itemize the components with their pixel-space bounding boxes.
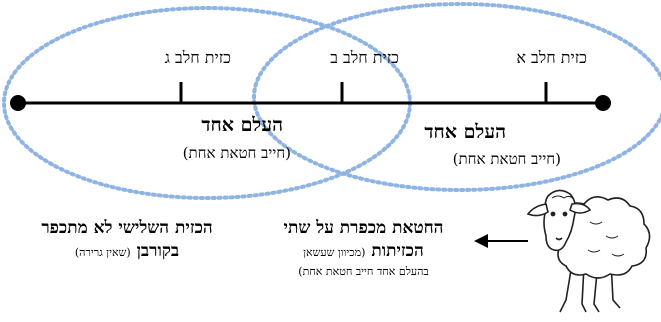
- arrow-left-icon: [474, 234, 528, 248]
- third-line2: בקורבן (שאין גרירה): [12, 240, 242, 264]
- olive-c-label: כזית חלב ג: [164, 48, 231, 67]
- third-olive-note: הכזית השלישי לא מתכפר בקורבן (שאין גרירה…: [12, 217, 242, 264]
- timeline-start-dot: [10, 95, 26, 111]
- third-line2-main: בקורבן: [136, 241, 180, 261]
- atonement-line3: בהעלם אחד חייב חטאת אחת): [298, 265, 429, 278]
- olive-b-label: כזית חלב ב: [330, 48, 399, 67]
- third-line1: הכזית השלישי לא מתכפר: [41, 218, 213, 238]
- left-awareness-subtitle: (חייב חטאת אחת): [182, 144, 291, 162]
- atonement-line1: החטאת מכפרת על שתי: [283, 218, 444, 238]
- right-awareness-ellipse: [252, 2, 661, 192]
- timeline-end-dot: [595, 95, 611, 111]
- olive-a-label: כזית חלב א: [516, 48, 587, 67]
- sheep-icon: [526, 189, 651, 313]
- atonement-note: החטאת מכפרת על שתי הכזיתות (מכיוון שעשאן…: [256, 217, 471, 280]
- atonement-line2: הכזיתות (מכיוון שעשאן: [256, 240, 471, 264]
- right-awareness-title: העלם אחד: [424, 121, 506, 143]
- atonement-line2-paren: (מכיוון שעשאן: [303, 246, 366, 259]
- third-line2-paren: (שאין גרירה): [74, 246, 131, 259]
- atonement-line2-main: הכזיתות: [371, 241, 424, 261]
- right-awareness-subtitle: (חייב חטאת אחת): [452, 150, 561, 168]
- left-awareness-title: העלם אחד: [201, 114, 283, 136]
